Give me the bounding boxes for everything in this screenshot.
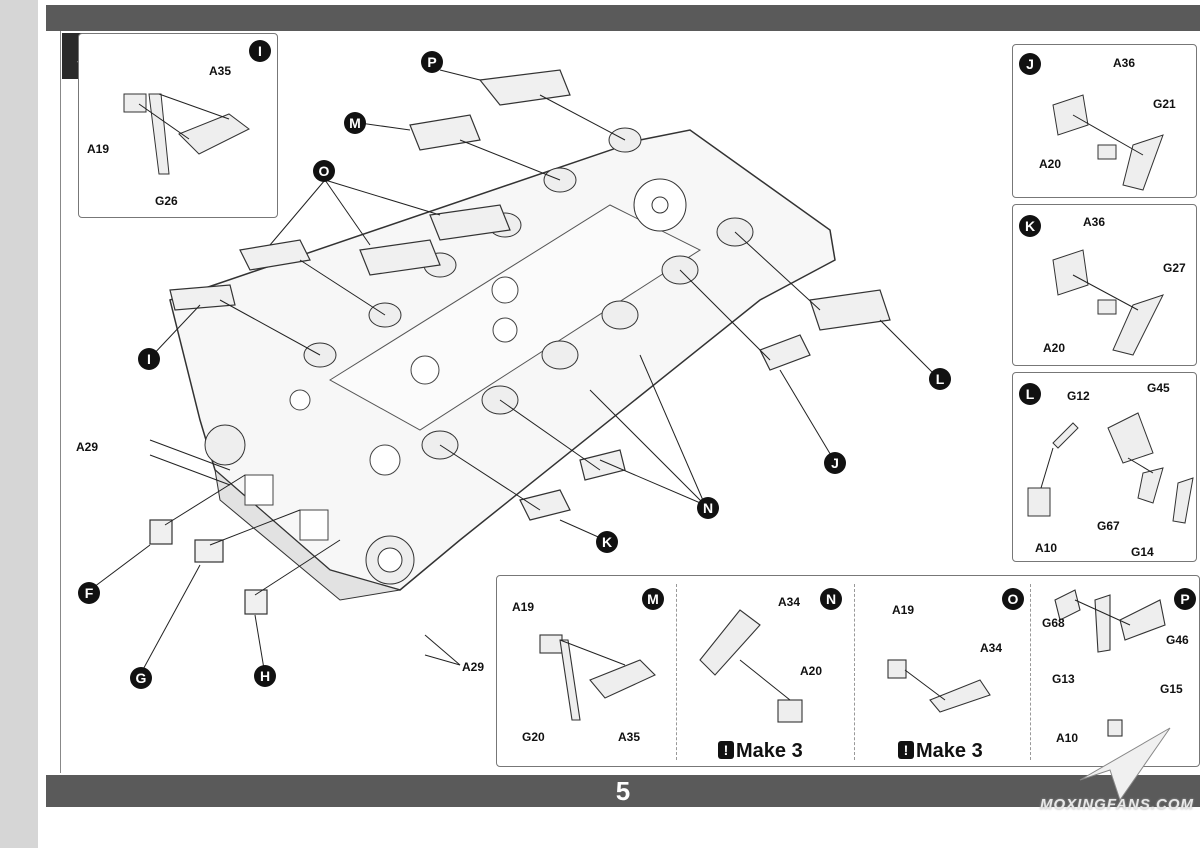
- part-label-a10: A10: [1056, 731, 1079, 745]
- inset-M-badge: M: [642, 588, 664, 610]
- top-header-bar: [46, 5, 1200, 31]
- part-label-a34: A34: [980, 641, 1003, 655]
- inset-N-badge: N: [820, 588, 842, 610]
- port-1: [491, 276, 519, 304]
- part-label-a19: A19: [512, 600, 535, 614]
- make-3-note: !Make 3: [718, 740, 803, 763]
- inset-J-drawing: [1052, 94, 1164, 191]
- hull-side: [214, 468, 401, 601]
- inset-K-drawing: [1052, 249, 1164, 356]
- callout-P: P: [421, 51, 443, 73]
- part-label-g13: G13: [1052, 672, 1075, 686]
- part-label-a35: A35: [618, 730, 641, 744]
- part-label-a29-top: A29: [76, 440, 99, 454]
- inset-O-badge: O: [1002, 588, 1024, 610]
- part-label-g27: G27: [1163, 261, 1186, 275]
- inset-L-badge: L: [1019, 383, 1041, 405]
- callout-J: J: [824, 452, 846, 474]
- part-label-g14: G14: [1131, 545, 1154, 559]
- part-label-g26: G26: [155, 194, 178, 208]
- part-label-g68: G68: [1042, 616, 1065, 630]
- callout-I: I: [138, 348, 160, 370]
- callout-F: F: [78, 582, 100, 604]
- part-label-g15: G15: [1160, 682, 1183, 696]
- callout-N: N: [697, 497, 719, 519]
- callout-K: K: [596, 531, 618, 553]
- part-label-a20: A20: [800, 664, 823, 678]
- part-label-g46: G46: [1166, 633, 1189, 647]
- inset-K: K A36 G27 A20: [1012, 204, 1197, 366]
- port-5: [289, 389, 311, 411]
- inset-J-badge: J: [1019, 53, 1041, 75]
- part-label-g45: G45: [1147, 381, 1170, 395]
- callout-M: M: [344, 112, 366, 134]
- rear-hub: [204, 424, 246, 466]
- inset-I-badge: I: [249, 40, 271, 62]
- watermark-text: MOXINGFANS.COM: [1040, 796, 1195, 813]
- inset-J: J A36 G21 A20: [1012, 44, 1197, 198]
- port-2: [492, 317, 518, 343]
- hatch-circle: [633, 178, 687, 232]
- part-label-g12: G12: [1067, 389, 1090, 403]
- part-label-g21: G21: [1153, 97, 1176, 111]
- inset-L-drawing: [1027, 412, 1194, 524]
- divider: [1030, 584, 1031, 760]
- part-label-a35: A35: [209, 64, 232, 78]
- callout-L: L: [929, 368, 951, 390]
- inset-I-drawing: [123, 93, 250, 175]
- inset-L: L G12 G45 A10 G67 G14: [1012, 372, 1197, 562]
- notice-icon: !: [898, 741, 914, 759]
- inset-K-badge: K: [1019, 215, 1041, 237]
- part-label-a19: A19: [892, 603, 915, 617]
- left-margin-rule: [60, 31, 61, 773]
- part-label-g20: G20: [522, 730, 545, 744]
- part-label-a10: A10: [1035, 541, 1058, 555]
- make-3-note: !Make 3: [898, 740, 983, 763]
- part-label-a20: A20: [1043, 341, 1066, 355]
- notice-icon: !: [718, 741, 734, 759]
- inset-I: I A35 A19 G26: [78, 33, 278, 218]
- divider: [854, 584, 855, 760]
- inset-P-badge: P: [1174, 588, 1196, 610]
- callout-H: H: [254, 665, 276, 687]
- part-label-a34: A34: [778, 595, 801, 609]
- part-label-a20: A20: [1039, 157, 1062, 171]
- callout-G: G: [130, 667, 152, 689]
- part-label-a19: A19: [87, 142, 110, 156]
- part-label-g67: G67: [1097, 519, 1120, 533]
- part-label-a29-bottom: A29: [462, 660, 485, 674]
- part-label-a36: A36: [1083, 215, 1106, 229]
- part-label-a36: A36: [1113, 56, 1136, 70]
- callout-O: O: [313, 160, 335, 182]
- page-number: 5: [46, 775, 1200, 807]
- divider: [676, 584, 677, 760]
- port-4: [369, 444, 401, 476]
- port-3: [410, 355, 440, 385]
